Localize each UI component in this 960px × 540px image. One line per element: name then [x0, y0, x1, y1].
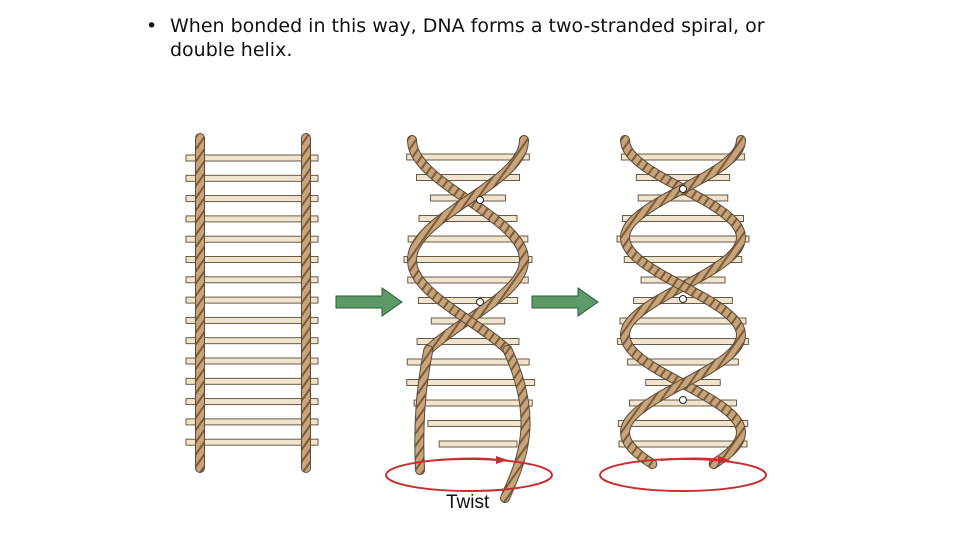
base-pair-rung [185, 174, 319, 182]
base-pair-rung [185, 398, 319, 406]
right-arrow-icon [335, 287, 403, 317]
base-pair-rung [406, 153, 530, 161]
backbone-strand [407, 136, 528, 354]
crossing-knot [679, 185, 687, 193]
base-pair-rung [185, 337, 319, 345]
crossing-knot [679, 396, 687, 404]
double-helix [616, 135, 750, 469]
base-pair-rung [620, 153, 746, 161]
crossing-knot [476, 298, 484, 306]
base-pair-rung [403, 256, 533, 263]
backbone-strand [621, 136, 746, 468]
base-pair-rung [619, 317, 747, 325]
base-pair-rung [185, 215, 319, 223]
base-pair-rung [438, 440, 518, 448]
twist-arrow-line [659, 457, 721, 461]
base-pair-rung [415, 174, 521, 181]
partially-twisted-ladder [403, 135, 536, 503]
backbone-strand [415, 346, 433, 474]
base-pair-rung [627, 358, 739, 366]
base-pair-rung [185, 377, 319, 385]
crossing-knot [476, 196, 484, 204]
base-pair-rung [621, 215, 745, 222]
straight-ladder [185, 133, 319, 473]
base-pair-rung [617, 420, 749, 427]
bullet-point: • When bonded in this way, DNA forms a t… [146, 14, 826, 62]
twist-ring [599, 456, 767, 492]
base-pair-rung [635, 174, 731, 181]
base-pair-rung [185, 438, 319, 446]
base-pair-rung [618, 440, 748, 448]
base-pair-rung [406, 379, 536, 386]
base-pair-rung [185, 316, 319, 324]
base-pair-rung [617, 338, 749, 345]
base-pair-rung [185, 256, 319, 263]
twist-ring [385, 456, 553, 492]
base-pair-rung [417, 297, 519, 304]
twist-arrow-line [437, 457, 499, 461]
backbone-strand [620, 136, 745, 468]
base-pair-rung [418, 215, 518, 222]
twist-ring-ellipse [599, 458, 767, 492]
base-pair-rung [407, 235, 529, 243]
backbone-strand [408, 136, 529, 354]
base-pair-rung [185, 235, 319, 243]
right-arrow-icon [531, 287, 599, 317]
crossing-knot [679, 295, 687, 303]
base-pair-rung [185, 296, 319, 304]
base-pair-rung [185, 357, 319, 365]
twist-ring-ellipse [385, 458, 553, 492]
base-pair-rung [185, 195, 319, 203]
base-pair-rung [185, 418, 319, 426]
base-pair-rung [616, 235, 750, 243]
base-pair-rung [413, 399, 533, 407]
base-pair-rung [185, 154, 319, 162]
base-pair-rung [623, 256, 743, 263]
base-pair-rung [637, 194, 729, 202]
twist-arrowhead-icon [496, 456, 508, 464]
bullet-text: When bonded in this way, DNA forms a two… [170, 15, 765, 61]
arrow-shape [335, 287, 403, 317]
twist-label: Twist [446, 492, 490, 513]
base-pair-rung [185, 276, 319, 284]
base-pair-rung [416, 338, 520, 345]
base-pair-rung [427, 420, 524, 427]
backbone-strand [501, 346, 530, 502]
base-pair-rung [406, 358, 530, 366]
base-pair-rung [407, 276, 529, 284]
twist-arrowhead-icon [718, 456, 730, 464]
arrow-shape [531, 287, 599, 317]
bullet-marker: • [146, 15, 158, 37]
